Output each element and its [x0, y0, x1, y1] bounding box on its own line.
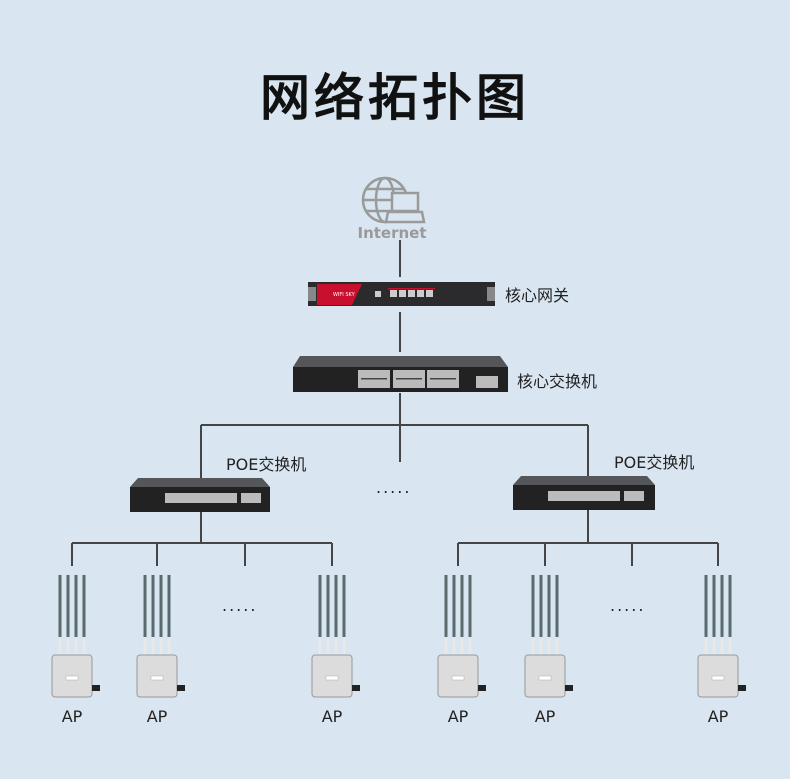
- access-point-device: [437, 575, 486, 698]
- ap-label: AP: [447, 707, 469, 726]
- gateway-label: 核心网关: [505, 286, 570, 305]
- core-switch-device: [293, 356, 508, 392]
- access-point-device: [51, 575, 100, 698]
- ap-label: AP: [321, 707, 343, 726]
- connection-lines: [71, 240, 719, 566]
- poe-switch-right-label: POE交换机: [614, 453, 695, 472]
- page-title: 网络拓扑图: [260, 69, 530, 127]
- poe-switch-left-device: [130, 478, 270, 512]
- ap-label: AP: [146, 707, 168, 726]
- core-gateway-device: WIFI SKY: [308, 282, 495, 306]
- internet-label: Internet: [357, 224, 426, 242]
- ap-label: AP: [707, 707, 729, 726]
- more-aps-left-ellipsis: .....: [222, 596, 258, 615]
- core-switch-label: 核心交换机: [517, 372, 598, 391]
- ap-label: AP: [534, 707, 556, 726]
- gateway-brand: WIFI SKY: [333, 292, 356, 298]
- access-point-device: [311, 575, 360, 698]
- access-point-device: [136, 575, 185, 698]
- more-aps-right-ellipsis: .....: [610, 596, 646, 615]
- more-switches-ellipsis: .....: [376, 478, 412, 497]
- access-point-device: [697, 575, 746, 698]
- ap-label: AP: [61, 707, 83, 726]
- internet-globe-icon: [361, 176, 426, 224]
- access-point-device: [524, 575, 573, 698]
- poe-switch-left-label: POE交换机: [226, 455, 307, 474]
- access-points: [51, 575, 746, 698]
- poe-switch-right-device: [513, 476, 655, 510]
